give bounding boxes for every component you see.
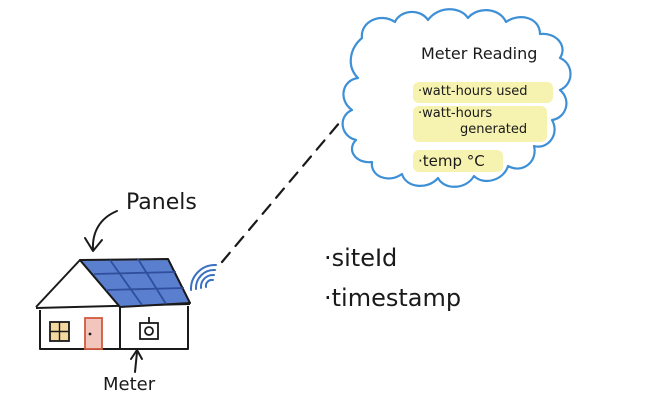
door-icon	[84, 317, 103, 350]
cloud-item-watt-hours: ·watt-hours	[418, 106, 493, 121]
highlight-watt-hours-generated	[413, 106, 547, 142]
wifi-signal-icon	[189, 263, 217, 291]
panels-arrow	[84, 210, 118, 252]
cloud-title: Meter Reading	[421, 44, 538, 63]
cloud-item-temp: ·temp °C	[418, 152, 485, 170]
field-site-id: ·siteId	[324, 244, 398, 272]
window-icon	[49, 321, 70, 342]
dashed-link	[220, 120, 342, 264]
meter-arrow	[130, 349, 143, 373]
solar-panels	[79, 258, 191, 308]
meter-reading-cloud	[341, 8, 572, 188]
panels-label: Panels	[126, 190, 197, 215]
cloud-item-generated: generated	[460, 122, 528, 137]
meter-label: Meter	[103, 374, 156, 395]
cloud-item-watt-hours-used: ·watt-hours used	[418, 84, 528, 99]
highlight-watt-hours-used	[413, 82, 553, 103]
meter-icon	[139, 317, 159, 340]
field-timestamp: ·timestamp	[324, 284, 462, 312]
highlight-temp	[413, 150, 503, 172]
